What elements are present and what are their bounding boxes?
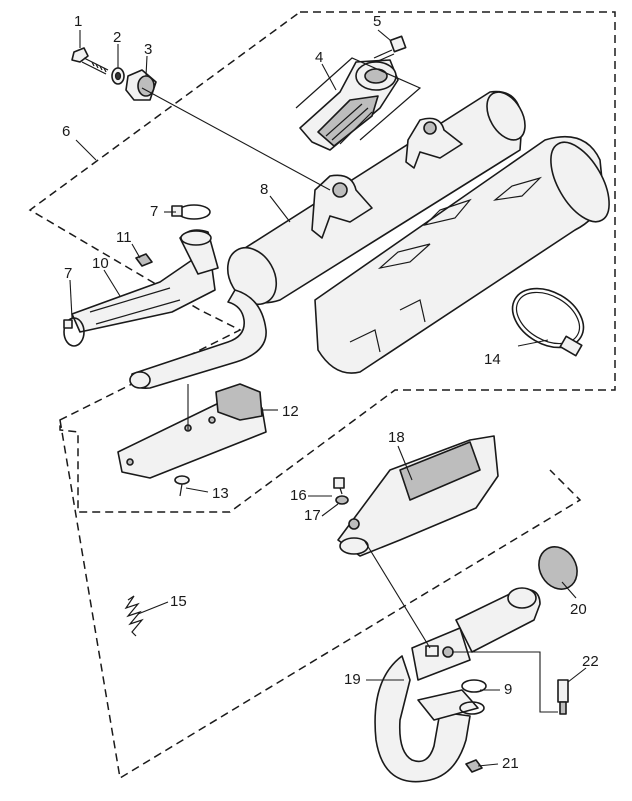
header-assembly-outline [59,419,582,780]
part-9-gaskets [459,679,487,715]
label-part-12: 12 [282,403,299,420]
label-part-21: 21 [502,755,519,772]
part-18-header-shield [337,435,499,557]
part-7-clamp-upper [171,204,211,220]
label-part-3: 3 [144,41,152,58]
label-part-6: 6 [62,123,70,140]
label-part-11: 11 [116,229,132,246]
part-4-spark-arrester [295,57,422,151]
label-part-22: 22 [582,653,599,670]
part-21-nut [465,759,483,773]
part-12-gasket-bracket [117,383,267,479]
label-part-5: 5 [373,13,381,30]
muffler-inlet-pipe [129,289,267,390]
label-part-16: 16 [290,487,307,504]
part-10-connector-pipe [71,229,219,333]
part-7-clamp-lower [63,317,85,347]
part-5-screw [373,35,407,63]
label-part-7-lower: 7 [64,265,72,282]
part-20-end-cap [538,546,578,590]
label-part-9: 9 [504,681,512,698]
label-part-2: 2 [113,29,121,46]
label-part-4: 4 [315,49,323,66]
label-part-1: 1 [74,13,82,30]
part-17-washer [335,495,349,505]
label-part-13: 13 [212,485,229,502]
label-part-19: 19 [344,671,361,688]
label-part-8: 8 [260,181,268,198]
leader-lines [69,29,587,767]
part-1-bolt [71,47,109,75]
part-13-bolt [174,475,190,497]
muffler-heat-shield [314,136,610,374]
part-22-sensor [557,679,569,715]
part-16-bolt [333,477,345,495]
label-part-18: 18 [388,429,405,446]
part-15-spring [124,595,144,637]
muffler-assembly-outline [28,11,616,513]
part-2-washer [111,67,125,85]
label-part-7-upper: 7 [150,203,158,220]
label-part-15: 15 [170,593,187,610]
label-part-20: 20 [570,601,587,618]
part-14-clamp [511,287,585,357]
label-part-17: 17 [304,507,321,524]
part-19-header-pipes [374,587,541,783]
label-part-14: 14 [484,351,501,368]
part-3-bushing [125,69,157,101]
label-part-10: 10 [92,255,109,272]
